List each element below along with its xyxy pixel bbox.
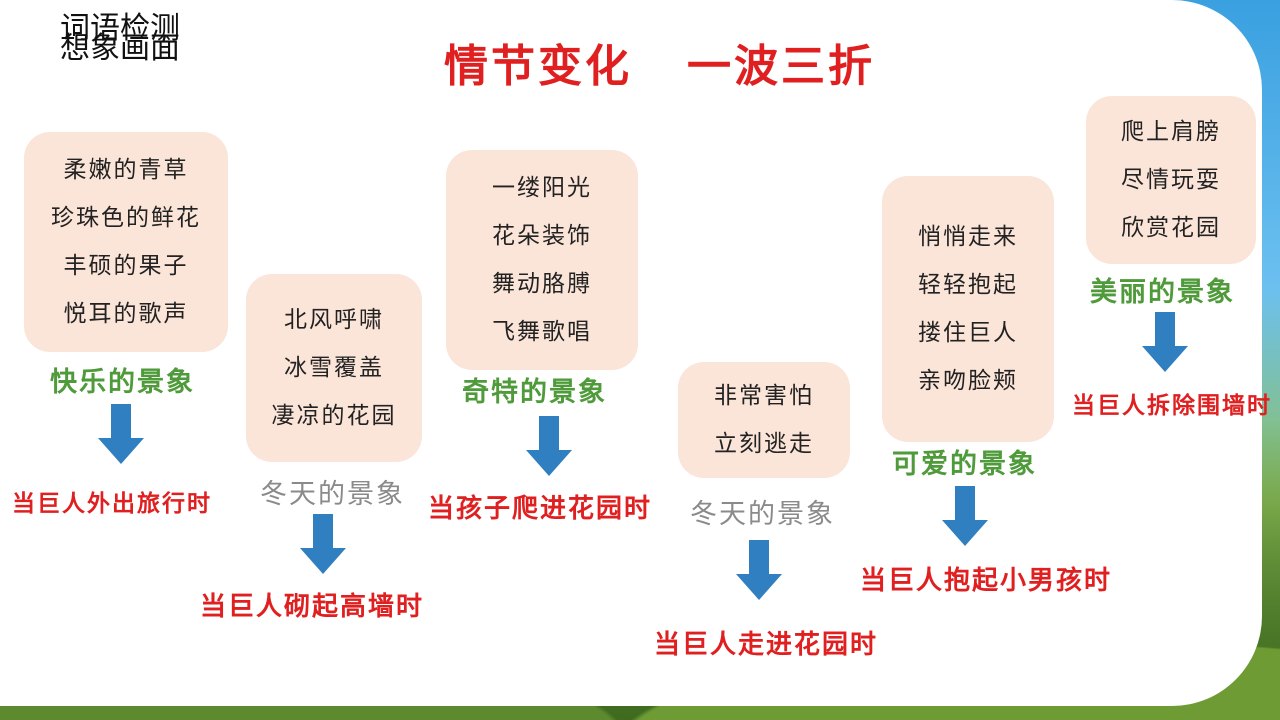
down-arrow-icon bbox=[526, 416, 572, 476]
word-line: 轻轻抱起 bbox=[918, 272, 1018, 298]
word-line: 亲吻脸颊 bbox=[918, 368, 1018, 394]
word-box-winter-1: 北风呼啸 冰雪覆盖 凄凉的花园 bbox=[246, 274, 422, 462]
word-box-beautiful: 爬上肩膀 尽情玩耍 欣赏花园 bbox=[1086, 96, 1256, 264]
down-arrow-icon bbox=[942, 486, 988, 546]
word-box-strange: 一缕阳光 花朵装饰 舞动胳膊 飞舞歌唱 bbox=[446, 150, 638, 370]
scene-label-lovely: 可爱的景象 bbox=[892, 449, 1037, 480]
section-label: 想象画面 词语检测 bbox=[60, 8, 210, 70]
down-arrow-icon bbox=[98, 404, 144, 464]
word-line: 飞舞歌唱 bbox=[492, 319, 592, 345]
timing-label-hug: 当巨人抱起小男孩时 bbox=[860, 566, 1113, 596]
scene-label-beautiful: 美丽的景象 bbox=[1090, 277, 1235, 308]
word-box-joyful: 柔嫩的青草 珍珠色的鲜花 丰硕的果子 悦耳的歌声 bbox=[24, 132, 228, 352]
timing-label-wall: 当巨人砌起高墙时 bbox=[200, 592, 425, 622]
scene-label-winter-2: 冬天的景象 bbox=[690, 499, 835, 530]
timing-label-children: 当孩子爬进花园时 bbox=[428, 494, 653, 524]
section-label-line2: 想象画面 bbox=[60, 31, 180, 66]
word-line: 爬上肩膀 bbox=[1121, 119, 1221, 145]
scene-label-joyful: 快乐的景象 bbox=[50, 367, 195, 398]
word-line: 舞动胳膊 bbox=[492, 271, 592, 297]
word-line: 一缕阳光 bbox=[492, 175, 592, 201]
down-arrow-icon bbox=[1142, 312, 1188, 372]
page-title: 情节变化 一波三折 bbox=[444, 41, 875, 92]
timing-label-enter: 当巨人走进花园时 bbox=[654, 630, 879, 660]
word-line: 悄悄走来 bbox=[918, 224, 1018, 250]
word-box-lovely: 悄悄走来 轻轻抱起 搂住巨人 亲吻脸颊 bbox=[882, 176, 1054, 442]
word-line: 非常害怕 bbox=[714, 383, 814, 409]
word-line: 凄凉的花园 bbox=[271, 403, 397, 429]
word-line: 丰硕的果子 bbox=[63, 253, 189, 279]
word-line: 悦耳的歌声 bbox=[63, 301, 189, 327]
word-box-winter-2: 非常害怕 立刻逃走 bbox=[678, 362, 850, 478]
word-line: 欣赏花园 bbox=[1121, 215, 1221, 241]
slide-panel: 想象画面 词语检测 情节变化 一波三折 柔嫩的青草 珍珠色的鲜花 丰硕的果子 悦… bbox=[12, 8, 1270, 660]
down-arrow-icon bbox=[736, 540, 782, 600]
timing-label-travel: 当巨人外出旅行时 bbox=[12, 490, 212, 517]
word-line: 花朵装饰 bbox=[492, 223, 592, 249]
down-arrow-icon bbox=[300, 514, 346, 574]
word-line: 冰雪覆盖 bbox=[284, 355, 384, 381]
word-line: 柔嫩的青草 bbox=[63, 157, 189, 183]
word-line: 尽情玩耍 bbox=[1121, 167, 1221, 193]
word-line: 北风呼啸 bbox=[284, 307, 384, 333]
word-line: 搂住巨人 bbox=[918, 320, 1018, 346]
scene-label-strange: 奇特的景象 bbox=[462, 377, 607, 408]
word-line: 立刻逃走 bbox=[714, 431, 814, 457]
word-line: 珍珠色的鲜花 bbox=[51, 205, 201, 231]
timing-label-demolish: 当巨人拆除围墙时 bbox=[1072, 392, 1272, 419]
section-label-line1: 词语检测 bbox=[60, 11, 180, 46]
scene-label-winter-1: 冬天的景象 bbox=[260, 479, 405, 510]
